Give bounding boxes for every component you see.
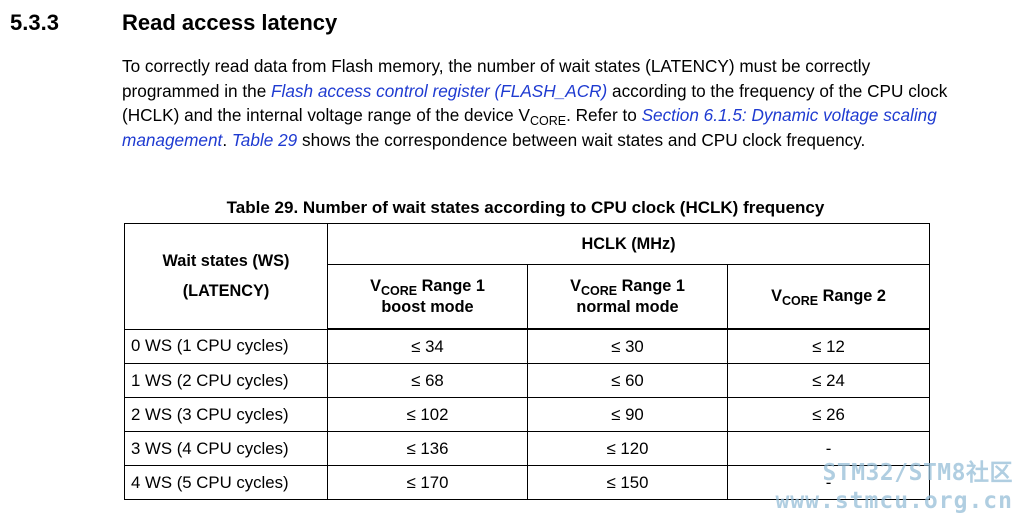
table-cell: 3 WS (4 CPU cycles)	[124, 431, 328, 466]
header-range: Range 2	[818, 287, 886, 305]
table-cell: 2 WS (3 CPU cycles)	[124, 397, 328, 432]
table-cell: ≤ 12	[726, 328, 931, 364]
header-v: V	[570, 276, 581, 295]
table-cell: ≤ 120	[527, 431, 728, 466]
header-range: Range 1	[417, 276, 485, 295]
table-cell: ≤ 34	[327, 328, 528, 364]
table-row: 1 WS (2 CPU cycles) ≤ 68 ≤ 60 ≤ 24	[124, 363, 931, 398]
header-v: V	[771, 287, 782, 305]
header-mode: normal mode	[576, 297, 679, 316]
header-range: Range 1	[617, 276, 685, 295]
header-mode: boost mode	[381, 297, 474, 316]
wait-states-table: Wait states (WS) (LATENCY) HCLK (MHz) VC…	[124, 223, 931, 500]
header-range1-boost: VCORE Range 1 boost mode	[327, 264, 528, 330]
header-v: V	[370, 276, 381, 295]
table-cell: 4 WS (5 CPU cycles)	[124, 465, 328, 500]
intro-text-2: according to the frequency of the CPU cl…	[122, 80, 948, 126]
header-range2: VCORE Range 2	[726, 264, 931, 330]
table-cell: ≤ 26	[726, 397, 931, 432]
header-sub: CORE	[580, 283, 618, 298]
table-cell: -	[726, 465, 931, 500]
header-ws-line1: Wait states (WS)	[162, 252, 290, 271]
table-cell: 0 WS (1 CPU cycles)	[124, 328, 328, 364]
table-cell: ≤ 102	[327, 397, 528, 432]
header-ws-line2: (LATENCY)	[182, 282, 270, 301]
section-6-1-5-link[interactable]: Section 6.1.5: Dynamic voltage scaling m…	[122, 105, 937, 150]
watermark-line2: www.stmcu.org.cn	[775, 488, 1013, 514]
table-cell: ≤ 136	[327, 431, 528, 466]
section-title: Read access latency	[122, 10, 338, 35]
table-29-link[interactable]: Table 29	[231, 129, 298, 150]
watermark-line1: STM32/STM8社区	[822, 460, 1013, 486]
vcore-subscript: CORE	[529, 114, 567, 128]
intro-text-1: To correctly read data from Flash memory…	[122, 56, 871, 101]
table-row: 4 WS (5 CPU cycles) ≤ 170 ≤ 150 -	[124, 465, 931, 500]
table-cell: ≤ 60	[527, 363, 728, 398]
flash-acr-link[interactable]: Flash access control register (FLASH_ACR…	[271, 80, 608, 101]
table-cell: ≤ 24	[726, 363, 931, 398]
table-cell: 1 WS (2 CPU cycles)	[124, 363, 328, 398]
header-sub: CORE	[781, 294, 819, 308]
table-caption: Table 29. Number of wait states accordin…	[226, 198, 825, 217]
table-cell: ≤ 170	[327, 465, 528, 500]
table-row: 2 WS (3 CPU cycles) ≤ 102 ≤ 90 ≤ 26	[124, 397, 931, 432]
table-cell: ≤ 68	[327, 363, 528, 398]
table-row: 3 WS (4 CPU cycles) ≤ 136 ≤ 120 -	[124, 431, 931, 466]
header-sub: CORE	[380, 283, 418, 298]
table-cell: ≤ 90	[527, 397, 728, 432]
header-hclk: HCLK (MHz)	[326, 223, 931, 265]
table-cell: ≤ 150	[527, 465, 728, 500]
table-row: 0 WS (1 CPU cycles) ≤ 34 ≤ 30 ≤ 12	[124, 328, 931, 364]
intro-paragraph: To correctly read data from Flash memory…	[122, 54, 952, 152]
intro-text-3: . Refer to	[566, 105, 642, 125]
header-range1-normal: VCORE Range 1 normal mode	[527, 264, 728, 330]
header-wait-states: Wait states (WS) (LATENCY)	[124, 223, 328, 330]
watermark: STM32/STM8社区 www.stmcu.org.cn	[775, 459, 1013, 515]
section-number: 5.3.3	[10, 10, 59, 35]
table-cell: ≤ 30	[527, 328, 728, 364]
intro-text-5: shows the correspondence between wait st…	[297, 129, 866, 150]
intro-text-4: .	[222, 129, 232, 150]
